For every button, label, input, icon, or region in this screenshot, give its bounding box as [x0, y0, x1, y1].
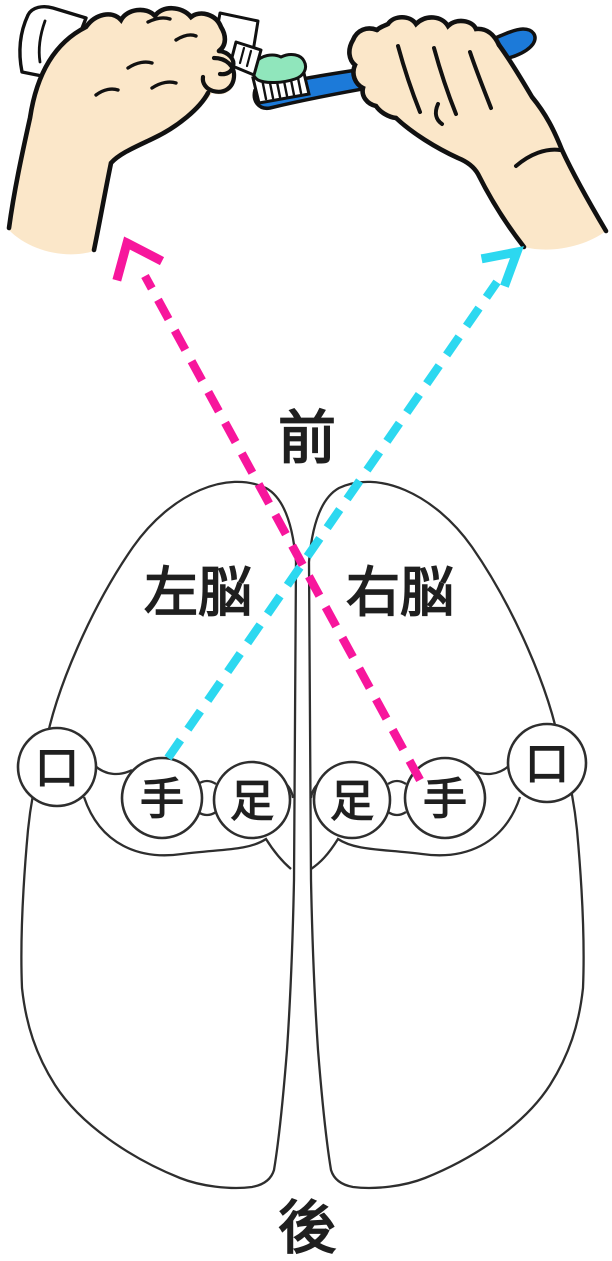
right-foot-label: 足 [330, 776, 374, 827]
brain-top-view [16, 480, 588, 1190]
left-hand-skin [9, 8, 236, 255]
left-strip-upper-bridges [93, 764, 295, 817]
cyan-pathway-arrow [164, 279, 501, 761]
toothpaste-icon [251, 52, 308, 84]
magenta-pathway-arrow [141, 273, 424, 783]
left-mouth-label: 口 [35, 743, 79, 794]
right-strip-upper-bridges [309, 764, 511, 817]
right-strip-lower-boundary [310, 796, 522, 870]
tube-crimped-end [18, 5, 88, 82]
left-mouth-circle [16, 726, 98, 808]
left-hand-squeezing-toothpaste [6, 5, 237, 255]
left-strip-lower-boundary [82, 796, 292, 870]
right-mouth-circle [506, 722, 588, 804]
back-label: 後 [278, 1194, 337, 1261]
toothbrush-bristle-hatching [260, 71, 303, 101]
front-label: 前 [278, 404, 336, 472]
right-palm-bottom-outline [393, 115, 527, 250]
right-finger-separation-lines [396, 44, 493, 126]
left-palm-and-wrist-outline [91, 90, 211, 253]
right-brain-label: 右脳 [346, 561, 454, 624]
cyan-arrowhead-icon [480, 246, 524, 288]
right-hand-circle [403, 756, 487, 840]
right-foot-circle [312, 760, 392, 840]
left-brain-label: 左脳 [144, 561, 252, 624]
right-hand-skin [349, 17, 606, 250]
left-hand-label: 手 [140, 774, 184, 825]
crossed-pathway-arrows [112, 236, 524, 783]
right-fingertips-outline [347, 26, 399, 121]
right-knuckles-outline [374, 14, 502, 48]
left-hand-circle [120, 756, 204, 840]
left-hand-knuckle-creases [94, 16, 198, 97]
left-thumb-outline [200, 55, 237, 94]
right-wrist-crease [514, 147, 562, 168]
right-forearm-outline [496, 42, 609, 234]
left-foot-circle [212, 760, 292, 840]
left-hand-outline [6, 5, 228, 231]
strip-circle-labels: 口 手 足 足 手 口 [35, 739, 569, 827]
left-foot-label: 足 [230, 776, 274, 827]
magenta-arrowhead-icon [112, 236, 165, 282]
tube-nozzle-ridges [238, 46, 253, 68]
tube-fold-line [37, 19, 47, 64]
text-labels: 前 左脳 右脳 後 [144, 404, 454, 1261]
right-hand-label: 手 [423, 774, 467, 825]
right-mouth-label: 口 [525, 739, 569, 790]
right-hand-holding-toothbrush [347, 14, 609, 250]
